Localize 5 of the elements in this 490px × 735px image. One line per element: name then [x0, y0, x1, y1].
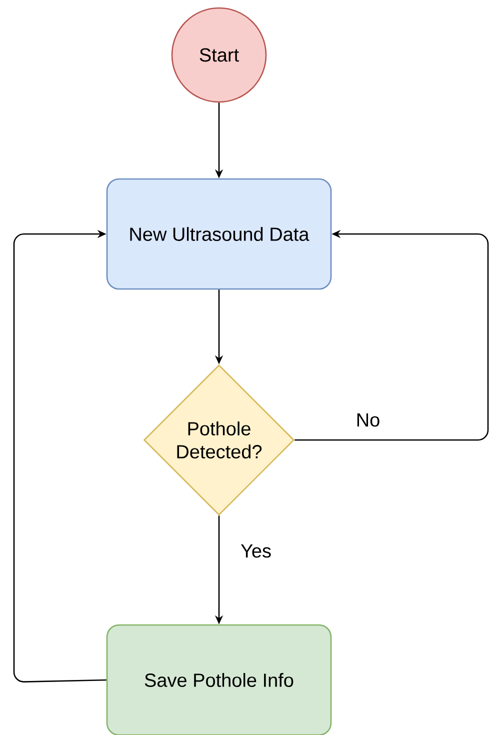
arrow: [13, 230, 106, 682]
edge-label: No: [354, 411, 382, 429]
process-box: Save Pothole Info: [106, 624, 332, 735]
edge-label: Yes: [238, 542, 274, 560]
process-box: New Ultrasound Data: [106, 178, 332, 290]
